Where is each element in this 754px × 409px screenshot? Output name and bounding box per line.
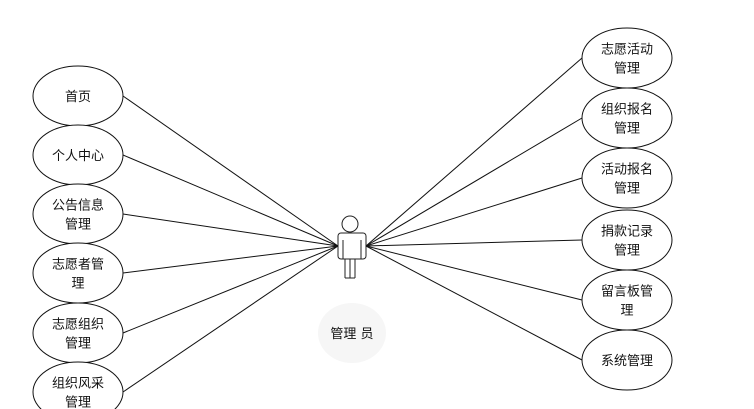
use-case-ellipse: [581, 27, 673, 89]
right-association-line-6: [365, 245, 583, 361]
left-use-case-2: 个人中心: [32, 124, 124, 186]
use-case-label: 管理: [614, 182, 640, 197]
use-case-label: 管理: [65, 218, 91, 233]
right-use-case-6: 系统管理: [581, 329, 673, 391]
use-case-label: 理: [71, 277, 84, 292]
use-case-label: 管理: [614, 122, 640, 137]
actor-head: [341, 215, 359, 233]
right-association-line-3: [365, 177, 583, 247]
use-case-ellipse: [581, 269, 673, 331]
use-case-ellipse: [581, 209, 673, 271]
actor-label-shadow: [318, 303, 386, 363]
use-case-ellipse: [32, 361, 124, 409]
use-case-ellipse: [581, 87, 673, 149]
use-case-label: 首页: [65, 90, 91, 105]
use-case-label: 管理: [65, 396, 91, 409]
use-case-label: 组织风采: [52, 377, 104, 392]
left-association-line-6: [122, 245, 339, 393]
use-case-label: 管理: [65, 337, 91, 352]
use-case-label: 公告信息: [52, 198, 104, 214]
left-use-case-1: 首页: [32, 65, 124, 127]
use-case-ellipse: [32, 302, 124, 364]
use-case-label: 系统管理: [601, 354, 653, 369]
use-case-ellipse: [32, 242, 124, 304]
use-case-label: 志愿活动: [601, 43, 653, 58]
left-association-line-3: [122, 213, 339, 247]
left-association-line-5: [122, 245, 339, 334]
right-association-line-4: [365, 239, 583, 247]
left-association-line-1: [122, 95, 339, 247]
use-case-label: 组织报名: [601, 102, 653, 118]
use-case-label: 管理: [614, 244, 640, 259]
left-association-line-2: [122, 154, 339, 247]
use-case-label: 志愿者管: [52, 258, 104, 273]
use-case-ellipse: [32, 183, 124, 245]
use-case-label: 管理: [614, 62, 640, 77]
right-association-line-5: [365, 245, 583, 301]
actor-label: 管理 员: [330, 327, 373, 342]
right-association-line-1: [365, 57, 583, 247]
use-case-label: 活动报名: [601, 162, 653, 178]
use-case-label: 捐款记录: [601, 225, 653, 240]
association-lines: [122, 57, 583, 393]
use-case-ellipse: [581, 147, 673, 209]
use-case-label: 志愿组织: [52, 318, 104, 333]
use-case-label: 个人中心: [52, 149, 104, 164]
use-case-label: 理: [620, 304, 633, 319]
actor-body: [337, 232, 367, 260]
left-association-line-4: [122, 245, 339, 274]
use-case-ellipse: [581, 329, 673, 391]
use-case-label: 留言板管: [601, 285, 653, 300]
right-association-line-2: [365, 117, 583, 247]
admin-actor: 管理 员: [318, 215, 386, 363]
